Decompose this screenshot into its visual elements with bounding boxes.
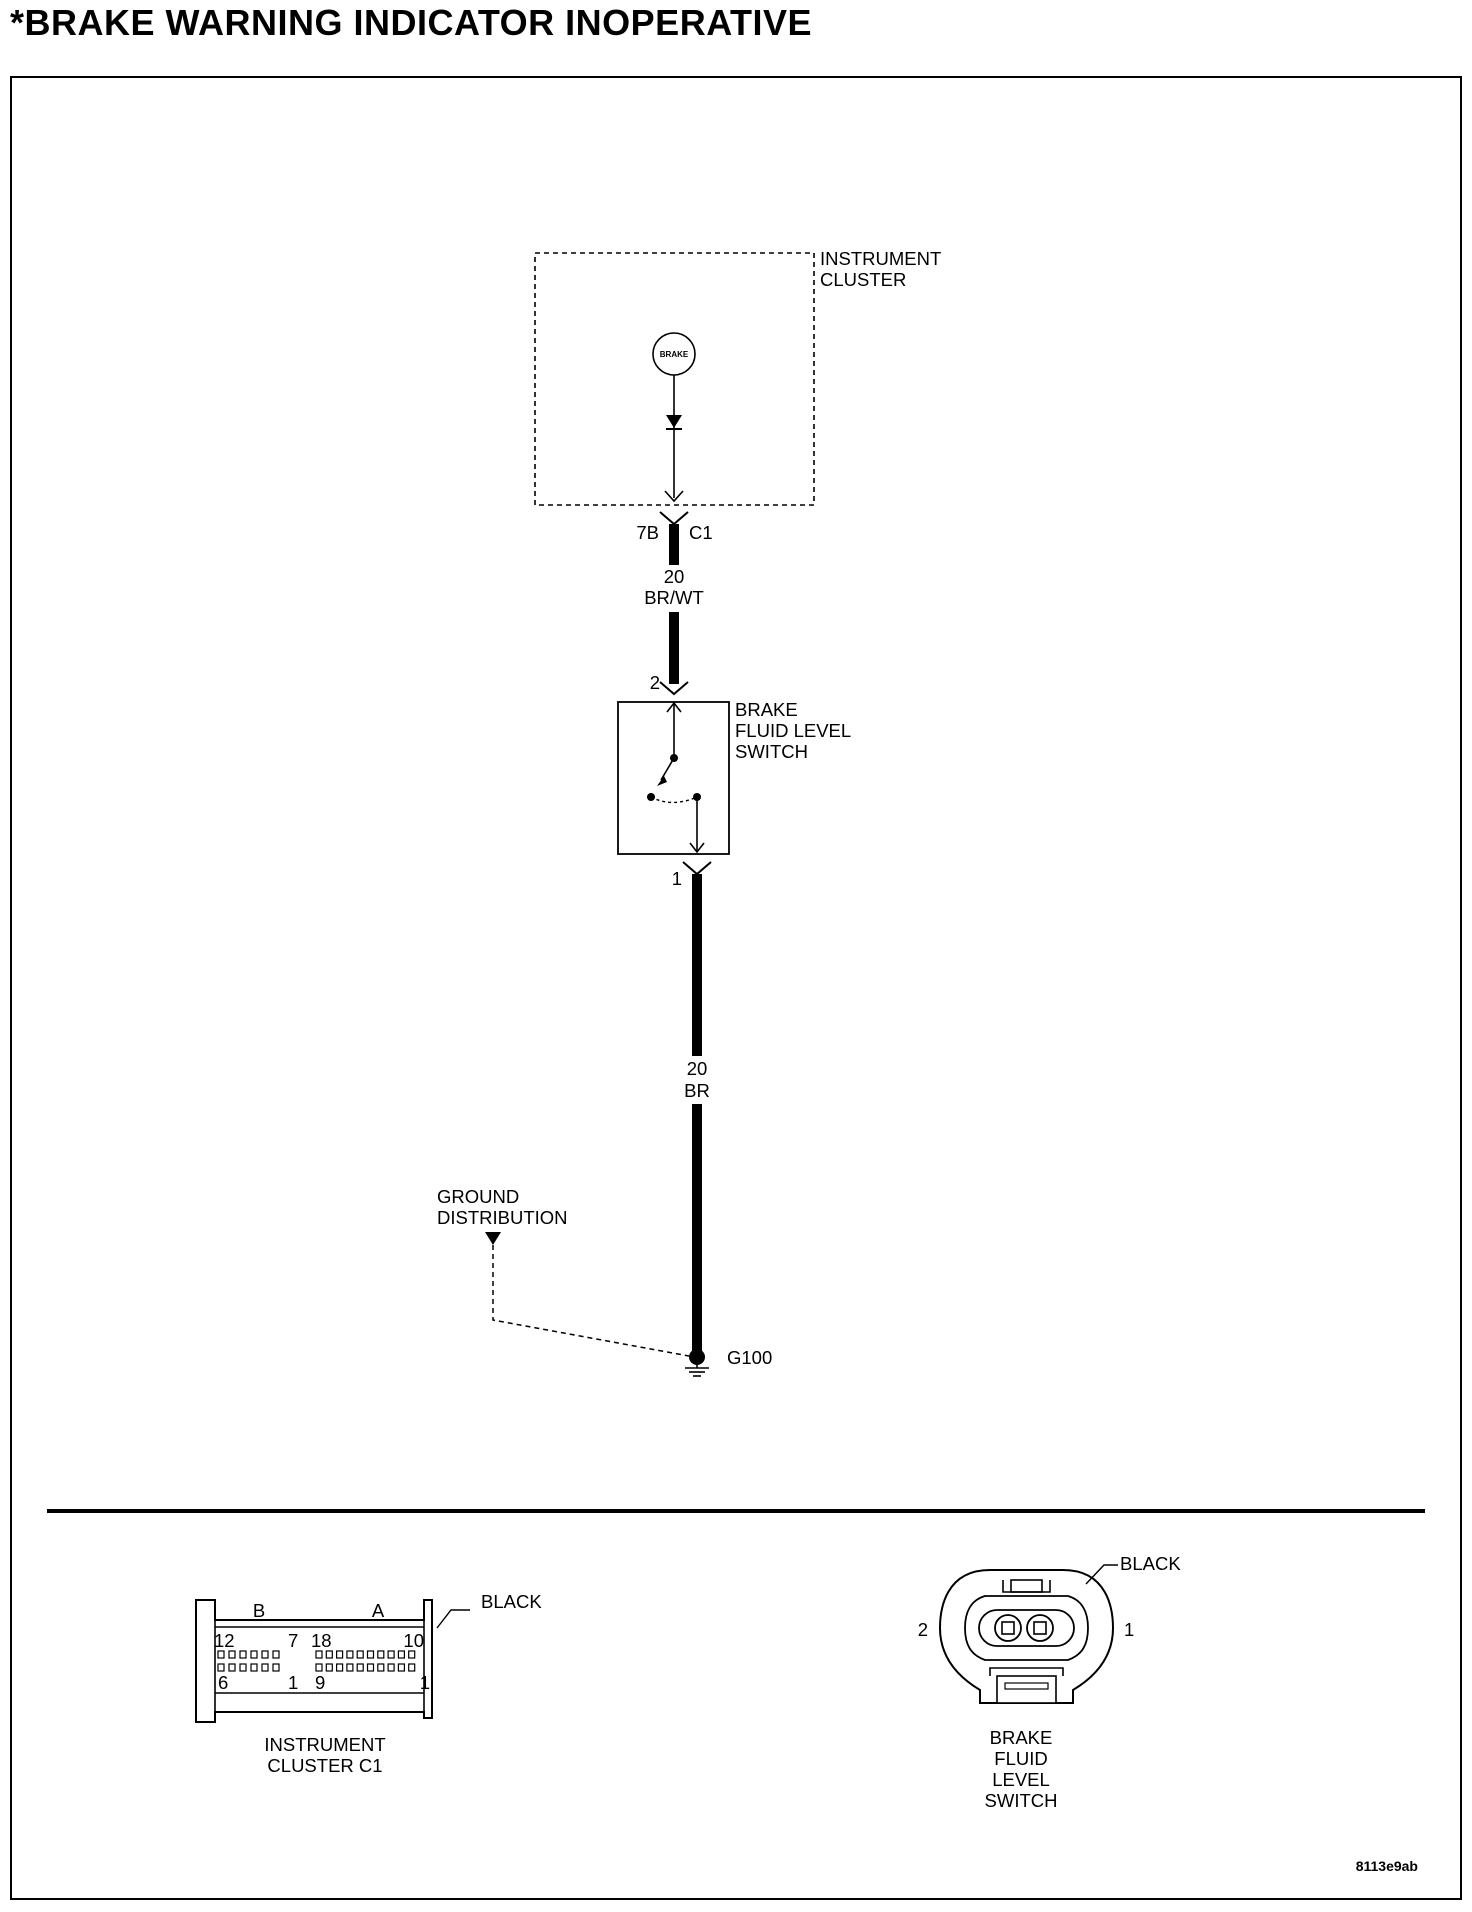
switch-cavity-1 (1026, 1614, 1054, 1642)
cluster-pin-cavities (217, 1650, 416, 1672)
pin-cavity (366, 1663, 375, 1672)
connector-pin-label: 7B (636, 522, 659, 543)
pin-cavity (346, 1663, 354, 1672)
ground-ref-label-line1: GROUND (437, 1186, 519, 1207)
wire2-gauge-label: 20 (687, 1058, 708, 1079)
switch-cavity-2 (994, 1614, 1022, 1642)
pin-cavity (356, 1663, 364, 1672)
pin-cavity (377, 1650, 385, 1659)
cluster-pin-12-label: 12 (214, 1630, 235, 1651)
pin-cavity (250, 1663, 258, 1672)
pin-cavity (356, 1650, 364, 1659)
cluster-pin-7-label: 7 (288, 1630, 298, 1651)
switch-pin-bottom-label: 1 (672, 868, 682, 889)
pin-cavity (228, 1663, 236, 1672)
wire1-color-label: BR/WT (644, 587, 704, 608)
diode-icon (666, 415, 682, 428)
pin-cavity (346, 1650, 354, 1659)
switch-connector-pin-2-label: 2 (918, 1619, 928, 1640)
pin-cavity (217, 1663, 225, 1672)
switch-label-line3: SWITCH (735, 741, 808, 762)
switch-box (617, 701, 730, 855)
pin-cavity (325, 1663, 333, 1672)
cluster-side-b-label: B (253, 1600, 265, 1621)
pin-cavity (239, 1663, 247, 1672)
ground-distribution-reference: GROUND DISTRIBUTION (437, 1186, 690, 1357)
ground-ref-label-line2: DISTRIBUTION (437, 1207, 568, 1228)
wire1-gauge-label: 20 (664, 566, 685, 587)
instrument-cluster-label-line1: INSTRUMENT (820, 248, 941, 269)
pin-cavity (228, 1650, 236, 1659)
page-title: *BRAKE WARNING INDICATOR INOPERATIVE (10, 2, 813, 43)
cluster-pin-9-label: 9 (315, 1672, 325, 1693)
pin-cavity (250, 1650, 258, 1659)
pin-cavity (336, 1663, 344, 1672)
switch-label-line2: FLUID LEVEL (735, 720, 851, 741)
pin-cavity (239, 1650, 247, 1659)
pin-cavity (366, 1650, 375, 1659)
switch-pin-top-label: 2 (650, 672, 660, 693)
instrument-cluster-label-line2: CLUSTER (820, 269, 906, 290)
wire2-color-label: BR (684, 1080, 710, 1101)
ground-g100: G100 (685, 1347, 772, 1377)
pin-cavity (325, 1650, 333, 1659)
switch-label-line1: BRAKE (735, 699, 798, 720)
switch-caption-line3: LEVEL (992, 1769, 1050, 1790)
instrument-cluster: INSTRUMENT CLUSTER BRAKE (534, 248, 941, 506)
pin-cavity (261, 1663, 269, 1672)
pin-cavity (336, 1650, 344, 1659)
pin-cavity (387, 1650, 395, 1659)
cluster-side-a-label: A (372, 1600, 385, 1621)
switch-caption-line4: SWITCH (985, 1790, 1058, 1811)
connector-c1-junction: 7B C1 (636, 511, 713, 543)
pin-cavity (408, 1650, 416, 1659)
cluster-pin-10-label: 10 (403, 1630, 424, 1651)
brake-lamp-label: BRAKE (660, 350, 689, 359)
pin-cavity (217, 1650, 225, 1659)
pin-cavity (261, 1650, 269, 1659)
pin-cavity (397, 1663, 405, 1672)
switch-caption-line1: BRAKE (990, 1727, 1053, 1748)
pin-cavity (377, 1663, 385, 1672)
pin-cavity (315, 1650, 323, 1659)
cluster-pin-18-label: 18 (311, 1630, 332, 1651)
reference-arrow-icon (485, 1232, 501, 1245)
switch-connector-pin-1-label: 1 (1124, 1619, 1134, 1640)
connector-id-label: C1 (689, 522, 713, 543)
pin-cavity (315, 1663, 323, 1672)
switch-connector-color-label: BLACK (1120, 1553, 1181, 1574)
cluster-caption-line2: CLUSTER C1 (267, 1755, 382, 1776)
pin-cavity (272, 1650, 280, 1659)
brake-fluid-level-switch: BRAKE FLUID LEVEL SWITCH (617, 699, 851, 855)
cluster-caption-line1: INSTRUMENT (264, 1734, 385, 1755)
cluster-connector-outline (195, 1599, 433, 1723)
pin-cavity (272, 1663, 280, 1672)
cluster-color-label: BLACK (481, 1591, 542, 1612)
ground-id-label: G100 (727, 1347, 772, 1368)
pin-cavity (387, 1663, 395, 1672)
cluster-pin-1b-label: 1 (288, 1672, 298, 1693)
pin-cavity (408, 1663, 416, 1672)
cluster-pin-6-label: 6 (218, 1672, 228, 1693)
instrument-cluster-dashed-box (534, 252, 815, 506)
figure-reference-id: 8113e9ab (1356, 1858, 1418, 1874)
switch-caption-line2: FLUID (994, 1748, 1047, 1769)
diagram-frame (10, 76, 1462, 1900)
brake-fluid-level-switch-connector: 2 1 BLACK BRAKE FLUID LEVEL SWITCH (918, 1553, 1182, 1811)
pin-cavity (397, 1650, 405, 1659)
instrument-cluster-c1-connector: B A 12 7 18 10 6 1 9 1 BLACK INSTRUMENT … (195, 1591, 542, 1776)
connector-terminal-icon (664, 490, 684, 503)
cluster-pin-1a-label: 1 (420, 1672, 430, 1693)
